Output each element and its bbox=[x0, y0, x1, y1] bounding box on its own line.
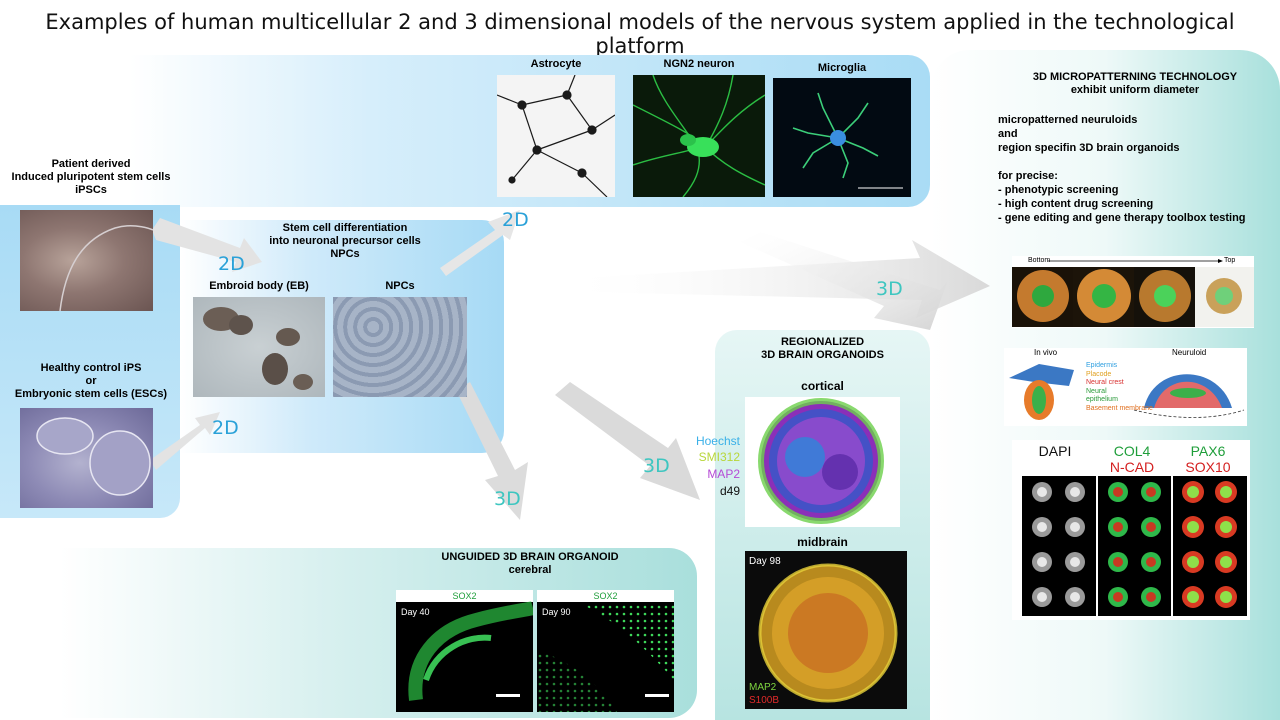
bottom-label: Bottom bbox=[1028, 257, 1051, 264]
grid-header-pax6: PAX6 SOX10 bbox=[1185, 443, 1231, 475]
page-title: Examples of human multicellular 2 and 3 … bbox=[45, 10, 1235, 58]
arrow-npc-to-unguided bbox=[456, 382, 528, 520]
marker-s100b: S100B bbox=[749, 695, 780, 706]
legend-epidermis: Epidermis bbox=[1086, 362, 1118, 369]
astrocyte-image bbox=[497, 75, 615, 197]
bullet-item: - gene editing and gene therapy toolbox … bbox=[998, 212, 1246, 224]
invivo-label: In vivo bbox=[1034, 348, 1058, 357]
legend-neural: Neural bbox=[1086, 387, 1107, 395]
eb-image bbox=[193, 297, 325, 397]
sox2-label-day40: SOX2 bbox=[452, 591, 477, 601]
ngn2-label: NGN2 neuron bbox=[663, 58, 735, 70]
marker-d49: d49 bbox=[719, 484, 740, 498]
neuruloid-label: Neuruloid bbox=[1172, 348, 1207, 357]
legend-basement-membrane: Basement membrane bbox=[1086, 404, 1153, 412]
day40-label: Day 40 bbox=[401, 607, 430, 617]
arrow-healthy-to-npc bbox=[150, 412, 220, 470]
sox2-label-day90: SOX2 bbox=[593, 591, 618, 601]
neuruloid-legend: Epidermis Placode Neural crest Neural ep… bbox=[1086, 362, 1153, 414]
ipsc-healthy-image bbox=[20, 408, 153, 508]
arrow-npc-to-cells bbox=[440, 210, 520, 276]
npc-label: NPCs bbox=[385, 280, 415, 292]
ipsc-patient-image bbox=[20, 210, 153, 311]
micropatterning-heading: 3D MICROPATTERNING TECHNOLOGY exhibit un… bbox=[1032, 71, 1238, 96]
arrow-to-regionalized-top bbox=[740, 232, 948, 330]
day98-label: Day 98 bbox=[749, 556, 781, 567]
arrow-ipsc-to-eb bbox=[152, 218, 262, 272]
legend-epithelium: epithelium bbox=[1086, 396, 1118, 404]
unguided-day90-image: SOX2 Day 90 bbox=[537, 590, 674, 712]
grid-header-dapi: DAPI bbox=[1038, 443, 1072, 459]
legend-neural-crest: Neural crest bbox=[1086, 379, 1124, 387]
unguided-label: UNGUIDED 3D BRAIN ORGANOID cerebral bbox=[441, 551, 619, 576]
marker-hoechst: Hoechst bbox=[695, 434, 740, 448]
differentiation-label: Stem cell differentiation into neuronal … bbox=[269, 222, 421, 260]
midbrain-label: midbrain bbox=[797, 535, 848, 549]
marker-map2: MAP2 bbox=[707, 467, 740, 481]
unguided-day40-image: SOX2 Day 40 bbox=[396, 590, 533, 712]
label-2d-eb: 2D bbox=[218, 253, 245, 275]
marker-smi312: SMI312 bbox=[698, 450, 740, 464]
bottom-top-strip: Bottom Top bbox=[1012, 256, 1254, 328]
label-2d-npc: 2D bbox=[212, 417, 239, 439]
ngn2-neuron-image bbox=[633, 75, 765, 197]
bullet-item: - phenotypic screening bbox=[998, 184, 1119, 196]
top-label: Top bbox=[1224, 257, 1236, 264]
label-2d-cells: 2D bbox=[502, 209, 529, 231]
ipsc-healthy-label: Healthy control iPS or Embryonic stem ce… bbox=[14, 362, 168, 400]
marker-midbrain-map2: MAP2 bbox=[749, 682, 777, 693]
microglia-image bbox=[773, 78, 911, 197]
micropatterning-description: micropatterned neuruloids and region spe… bbox=[998, 113, 1278, 225]
label-3d-micropatterning: 3D bbox=[876, 278, 903, 300]
marker-grid: DAPI COL4 N-CAD PAX6 SOX10 bbox=[1012, 440, 1250, 620]
grid-header-col4: COL4 N-CAD bbox=[1109, 443, 1155, 475]
neuruloid-diagram: In vivo Neuruloid Epidermis Placode Neur… bbox=[1004, 348, 1247, 426]
label-3d-regionalized: 3D bbox=[643, 455, 670, 477]
legend-placode: Placode bbox=[1086, 370, 1112, 378]
astrocyte-label: Astrocyte bbox=[530, 58, 582, 70]
label-3d-unguided: 3D bbox=[494, 488, 521, 510]
midbrain-organoid-image: Day 98 MAP2 S100B bbox=[745, 551, 907, 709]
npc-image bbox=[333, 297, 467, 397]
arrow-to-regionalized bbox=[555, 382, 700, 500]
microglia-label: Microglia bbox=[817, 62, 867, 74]
bullet-item: - high content drug screening bbox=[998, 198, 1154, 210]
eb-label: Embroid body (EB) bbox=[209, 280, 309, 292]
ipsc-patient-label: Patient derived Induced pluripotent stem… bbox=[11, 158, 171, 196]
regionalized-label: REGIONALIZED 3D BRAIN ORGANOIDS bbox=[761, 336, 884, 361]
day90-label: Day 90 bbox=[542, 607, 571, 617]
cortical-label: cortical bbox=[801, 379, 844, 393]
cortical-organoid-image bbox=[745, 397, 900, 527]
